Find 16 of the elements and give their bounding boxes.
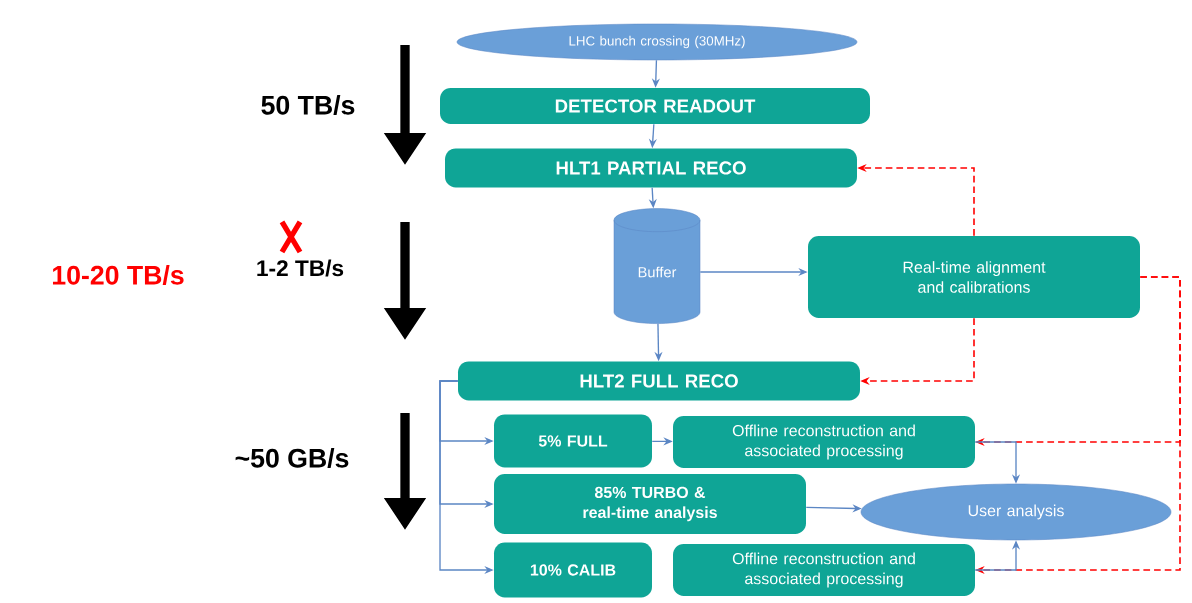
ellipse-node: LHC bunch crossing (30MHz): [456, 23, 858, 61]
buffer-cylinder: Buffer: [613, 208, 701, 324]
process-box: Offline reconstruction and associated processing: [673, 416, 975, 468]
process-box: 5% FULL: [494, 414, 652, 468]
process-box: HLT1 PARTIAL RECO: [445, 148, 857, 188]
rate-label: 50 TB/s: [261, 95, 355, 115]
process-box: HLT2 FULL RECO: [458, 361, 860, 401]
process-box: Real-time alignment and calibrations: [808, 236, 1140, 318]
process-box: Offline reconstruction and associated processing: [673, 544, 975, 596]
process-box: DETECTOR READOUT: [440, 88, 870, 124]
process-box: 85% TURBO & real-time analysis: [494, 474, 806, 534]
process-box: 10% CALIB: [494, 542, 652, 598]
rate-label: 1-2 TB/s: [257, 259, 344, 277]
ellipse-node: User analysis: [860, 483, 1172, 541]
rate-label: 10-20 TB/s: [53, 265, 184, 285]
rate-label: ~50 GB/s: [235, 448, 349, 468]
